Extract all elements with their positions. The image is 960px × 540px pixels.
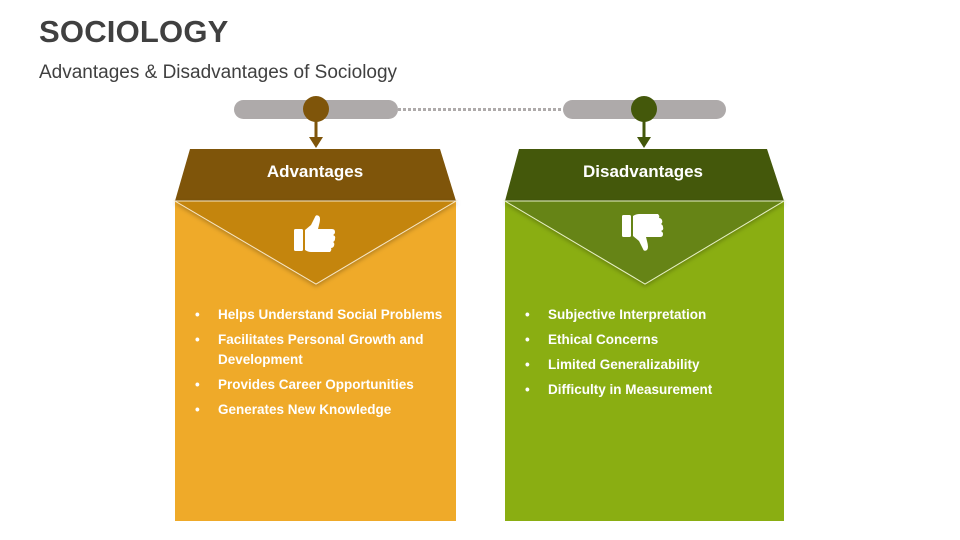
page-subtitle: Advantages & Disadvantages of Sociology: [39, 62, 398, 83]
disadvantages-list: Subjective Interpretation Ethical Concer…: [523, 305, 773, 405]
advantages-node: [303, 96, 329, 122]
list-item: Helps Understand Social Problems: [193, 305, 443, 325]
advantages-header-band: [175, 149, 456, 201]
thumbs-down-icon: [622, 214, 664, 251]
advantages-list: Helps Understand Social Problems Facilit…: [193, 305, 443, 425]
list-item: Limited Generalizability: [523, 355, 773, 375]
advantages-heading: Advantages: [266, 162, 364, 181]
page-title: SOCIOLOGY: [39, 14, 229, 49]
disadvantages-node: [631, 96, 657, 122]
disadvantages-heading: Disadvantages: [583, 162, 703, 181]
list-item: Provides Career Opportunities: [193, 375, 443, 395]
advantages-arrow-head: [309, 137, 323, 148]
list-item: Facilitates Personal Growth and Developm…: [193, 330, 443, 370]
thumbs-up-icon: [294, 215, 336, 252]
list-item: Subjective Interpretation: [523, 305, 773, 325]
list-item: Ethical Concerns: [523, 330, 773, 350]
list-item: Generates New Knowledge: [193, 400, 443, 420]
list-item: Difficulty in Measurement: [523, 380, 773, 400]
disadvantages-arrow-head: [637, 137, 651, 148]
disadvantages-header-band: [505, 149, 784, 201]
